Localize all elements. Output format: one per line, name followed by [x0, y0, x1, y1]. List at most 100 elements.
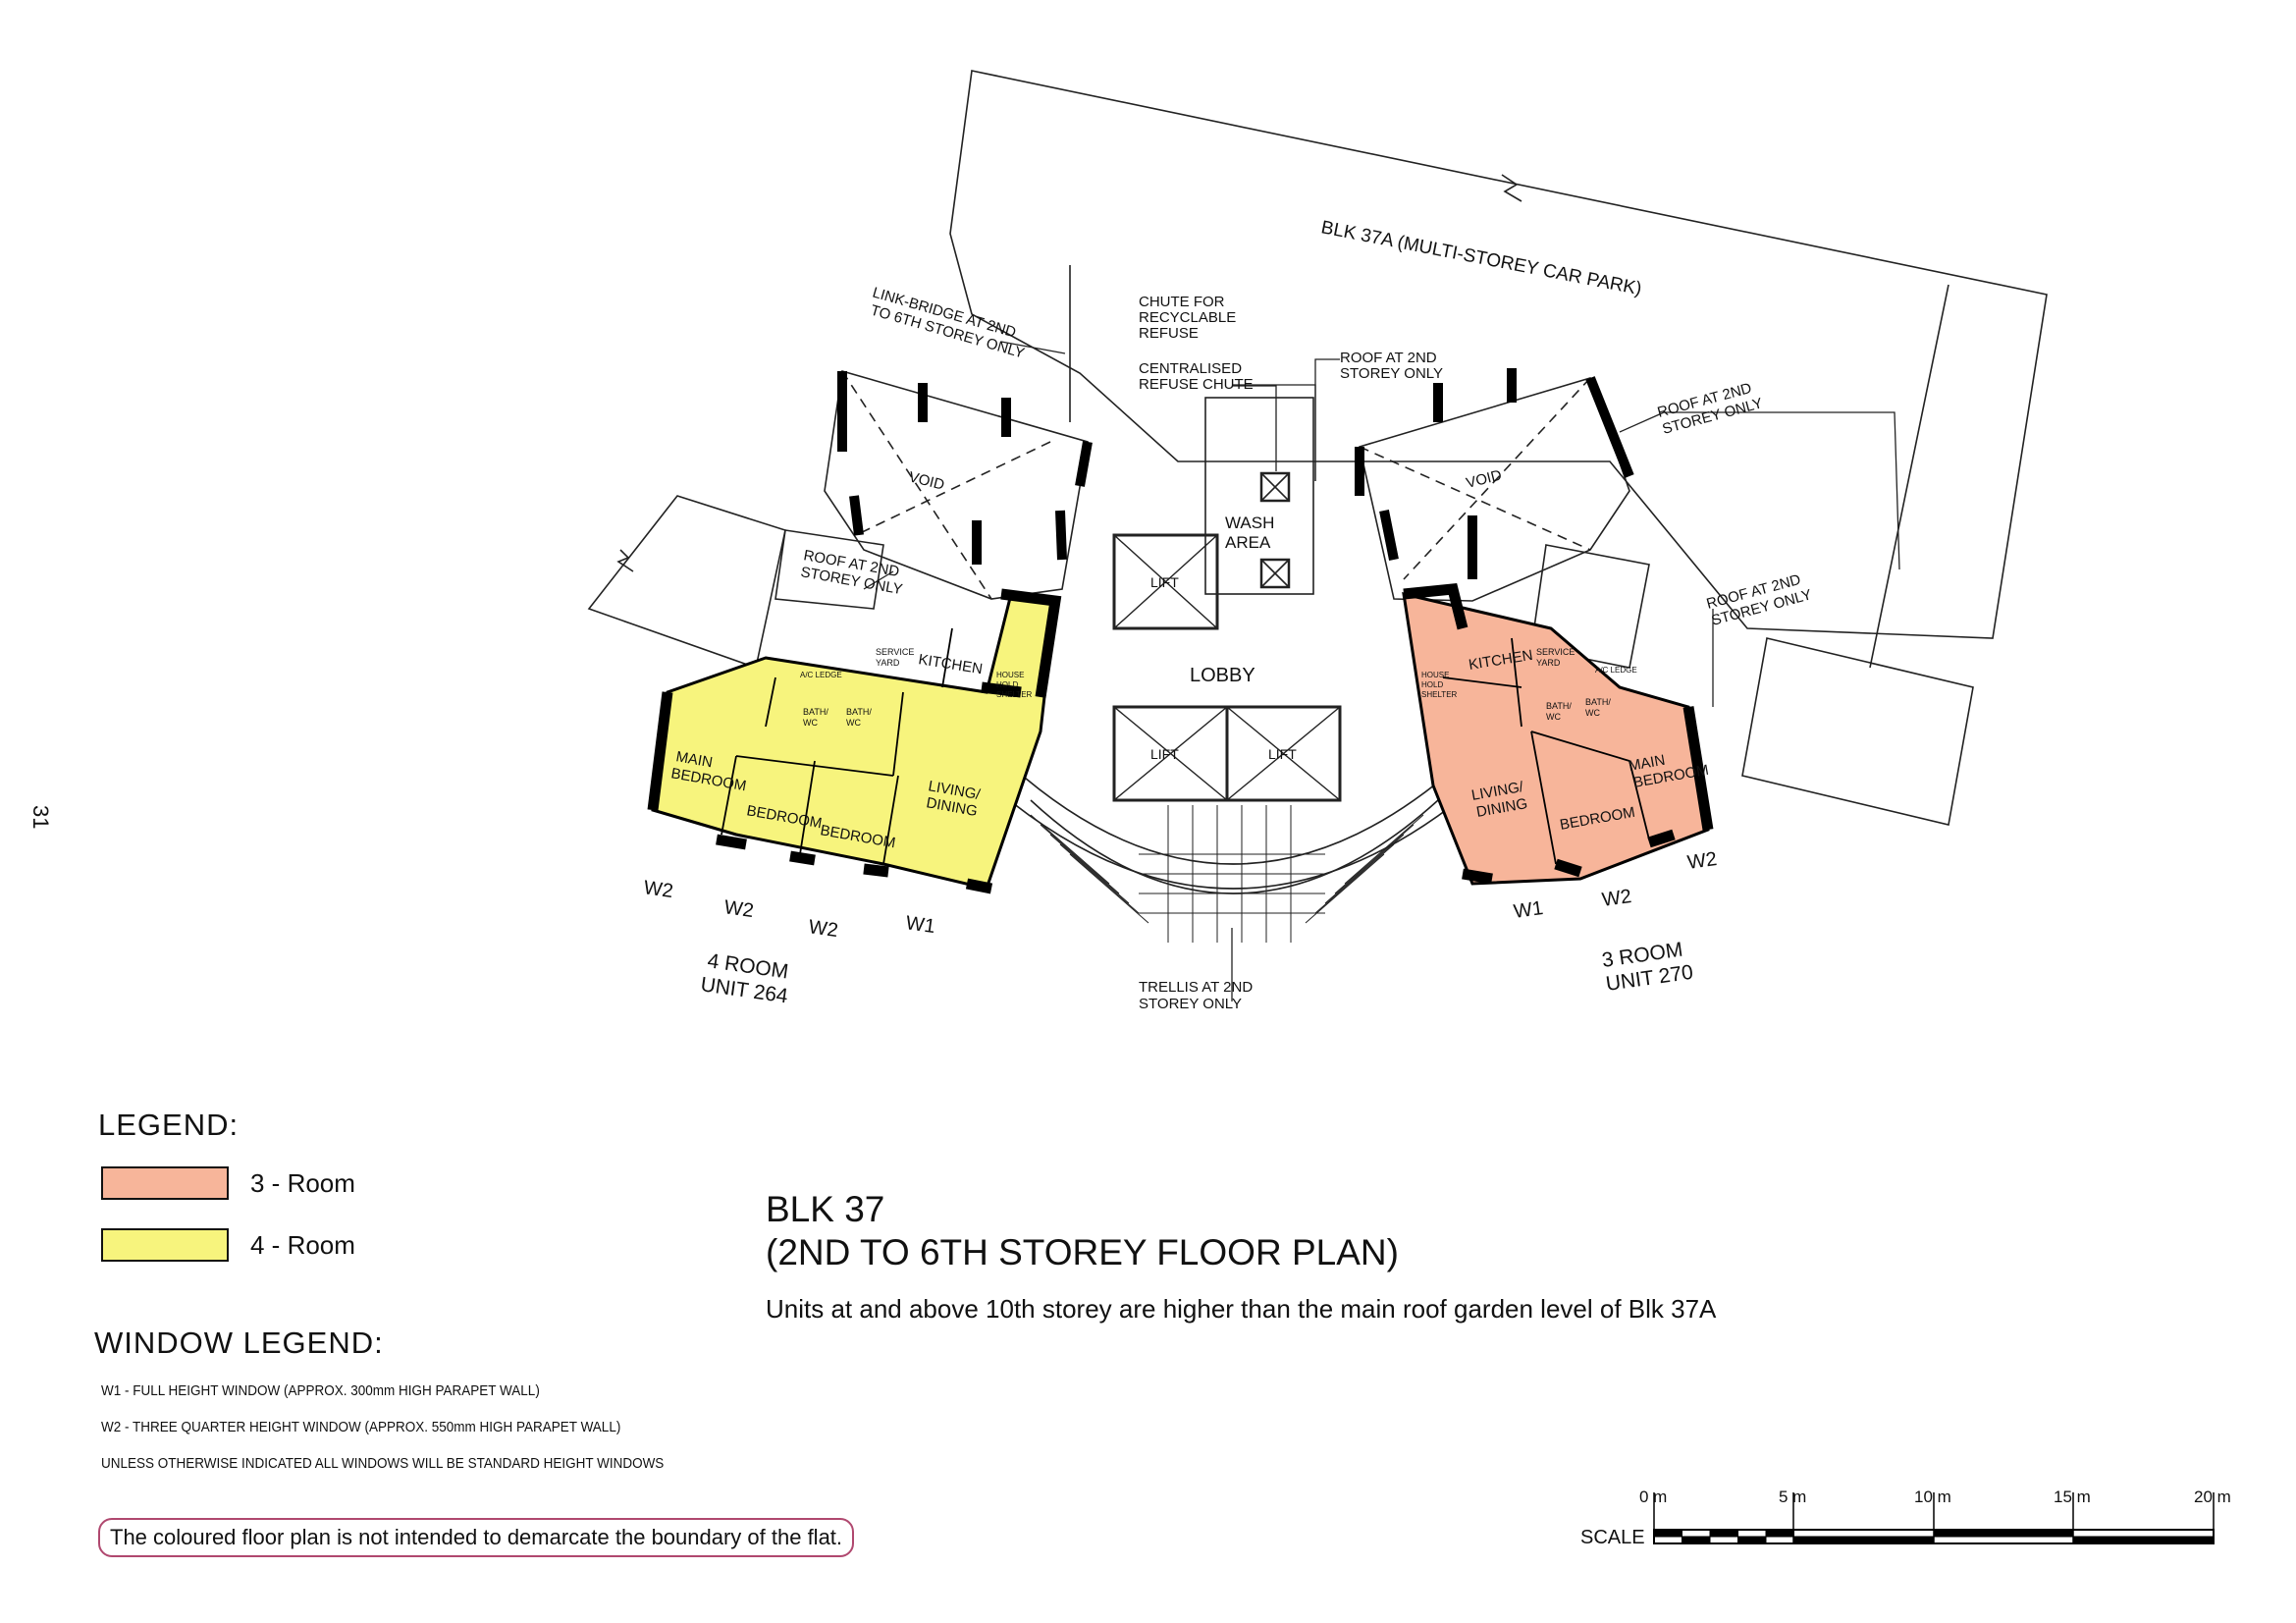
lift-shaft-double	[1112, 705, 1342, 802]
lift-shaft-single	[1112, 533, 1219, 630]
page-number: 31	[28, 805, 53, 830]
scale-tick-0: 0 m	[1639, 1488, 1668, 1506]
unit-270-ac-ledge: A/C LEDGE	[1595, 666, 1637, 675]
disclaimer-box: The coloured floor plan is not intended …	[98, 1518, 855, 1557]
centre-core-block	[1204, 397, 1314, 595]
unit-264-bath-b-2: WC	[846, 718, 861, 728]
unit-270-service-1: SERVICE	[1536, 647, 1575, 657]
legend-swatch-4-room	[101, 1228, 229, 1262]
window-w1-b: W1	[1513, 897, 1545, 923]
refuse-chute-2	[1259, 558, 1291, 589]
car-park-label: BLK 37A (MULTI-STOREY CAR PARK)	[1319, 217, 1643, 299]
plan-title-line2: (2ND TO 6TH STOREY FLOOR PLAN)	[766, 1232, 1399, 1272]
window-legend-title: WINDOW LEGEND:	[94, 1325, 384, 1360]
leader-lines	[863, 341, 1900, 1001]
scale-bar	[1653, 1492, 2215, 1544]
refuse-chute-1	[1259, 471, 1291, 503]
legend-swatch-3-room	[101, 1166, 229, 1200]
unit-264-perimeter-walls	[647, 588, 1062, 894]
void-diagonal-left-2	[855, 441, 1051, 536]
window-w2-e: W2	[1686, 848, 1719, 874]
right-annex-outline	[1741, 637, 1974, 826]
scale-subdivision	[1709, 1529, 1738, 1538]
left-annex-break	[616, 549, 634, 572]
lobby-label: LOBBY	[1190, 665, 1255, 686]
window-w2-b: W2	[722, 896, 755, 922]
scale-subdivision	[1737, 1536, 1767, 1544]
car-park-break-mark	[1501, 174, 1522, 202]
unit-264-kitchen: KITCHEN	[917, 651, 984, 677]
plan-title-line1: BLK 37	[766, 1189, 885, 1229]
window-note-w1: W1 - FULL HEIGHT WINDOW (APPROX. 300mm H…	[101, 1382, 540, 1399]
void-diagonal-right-1	[1359, 446, 1591, 551]
wash-area-label-2: AREA	[1225, 533, 1271, 552]
left-annex-outline	[587, 495, 786, 670]
trellis-label-2: STOREY ONLY	[1139, 996, 1242, 1012]
roof-label-top-1: ROOF AT 2ND	[1340, 350, 1437, 366]
lift-label-1: LIFT	[1150, 574, 1179, 590]
lift-label-2: LIFT	[1150, 746, 1179, 762]
legend-title: LEGEND:	[98, 1108, 240, 1142]
right-wing-outline	[1359, 377, 1630, 602]
unit-264-main-bedroom-1: MAIN	[674, 748, 714, 771]
window-note-w2: W2 - THREE QUARTER HEIGHT WINDOW (APPROX…	[101, 1419, 621, 1435]
unit-264-bath-b-1: BATH/	[846, 707, 872, 717]
scale-segment	[1792, 1536, 1935, 1544]
window-w2-a: W2	[642, 877, 674, 902]
unit-270-bath-a-2: WC	[1546, 712, 1561, 722]
unit-270-main-bedroom-1: MAIN	[1628, 752, 1667, 775]
scale-subdivision	[1765, 1529, 1794, 1538]
unit-270-hh-2: HOLD	[1421, 680, 1443, 689]
trellis-hatch	[1030, 805, 1424, 943]
void-diagonal-left-1	[841, 370, 992, 600]
chute-label-1: CHUTE FOR	[1139, 294, 1225, 310]
unit-264-service-2: YARD	[876, 658, 900, 668]
scale-segment	[1933, 1529, 2074, 1538]
roof-label-top-2: STOREY ONLY	[1340, 365, 1443, 382]
unit-264-hh-1: HOUSE	[996, 671, 1024, 679]
unit-264-bath-a-2: WC	[803, 718, 818, 728]
plan-title: BLK 37 (2ND TO 6TH STOREY FLOOR PLAN)	[766, 1188, 1399, 1274]
scale-label: SCALE	[1580, 1527, 1645, 1548]
unit-264-service-1: SERVICE	[876, 647, 914, 657]
unit-264-internal-walls	[721, 627, 953, 865]
unit-264-bath-a-1: BATH/	[803, 707, 828, 717]
roof-2nd-left-box	[774, 529, 884, 610]
unit-270-perimeter-walls	[1403, 583, 1714, 885]
chute-label-3: REFUSE	[1139, 325, 1199, 342]
void-label-right: VOID	[1465, 466, 1504, 491]
unit-270-service-2: YARD	[1536, 658, 1561, 668]
unit-270-hh-3: SHELTER	[1421, 690, 1458, 699]
scale-segment	[2072, 1536, 2215, 1544]
scale-subdivision	[1682, 1536, 1711, 1544]
corridor-curve-1	[1030, 799, 1439, 894]
void-diagonal-right-2	[1403, 377, 1591, 580]
trellis-label-1: TRELLIS AT 2ND	[1139, 979, 1253, 996]
window-w1-a: W1	[904, 912, 936, 938]
unit-270-bath-b-2: WC	[1585, 708, 1600, 718]
window-note-standard: UNLESS OTHERWISE INDICATED ALL WINDOWS W…	[101, 1455, 665, 1472]
scale-tick-15: 15 m	[2054, 1488, 2091, 1506]
window-w2-d: W2	[1601, 886, 1633, 911]
trellis-outer-curve	[990, 784, 1478, 890]
unit-270-bath-b-1: BATH/	[1585, 697, 1611, 707]
car-park-inner-line-2	[1869, 284, 1949, 669]
lift-label-3: LIFT	[1268, 746, 1297, 762]
central-chute-label-1: CENTRALISED	[1139, 360, 1242, 377]
unit-270-internal-walls	[1442, 637, 1650, 865]
void-label-left: VOID	[907, 468, 946, 493]
central-chute-label-2: REFUSE CHUTE	[1139, 376, 1254, 393]
scale-subdivision	[1653, 1529, 1682, 1538]
window-w2-c: W2	[807, 916, 839, 942]
plan-subtitle: Units at and above 10th storey are highe…	[766, 1294, 1717, 1324]
left-wing-walls	[837, 371, 1093, 565]
chute-label-2: RECYCLABLE	[1139, 309, 1236, 326]
unit-270-hh-1: HOUSE	[1421, 671, 1449, 679]
trellis-inner-curve	[1010, 765, 1459, 865]
right-wing-walls	[1355, 368, 1634, 579]
scale-tick-20: 20 m	[2194, 1488, 2231, 1506]
legend-label-3-room: 3 - Room	[250, 1167, 355, 1198]
unit-264-hh-2: HOLD	[996, 680, 1018, 689]
roof-2nd-right-box	[1530, 544, 1650, 669]
legend-item-3-room: 3 - Room	[101, 1166, 355, 1200]
